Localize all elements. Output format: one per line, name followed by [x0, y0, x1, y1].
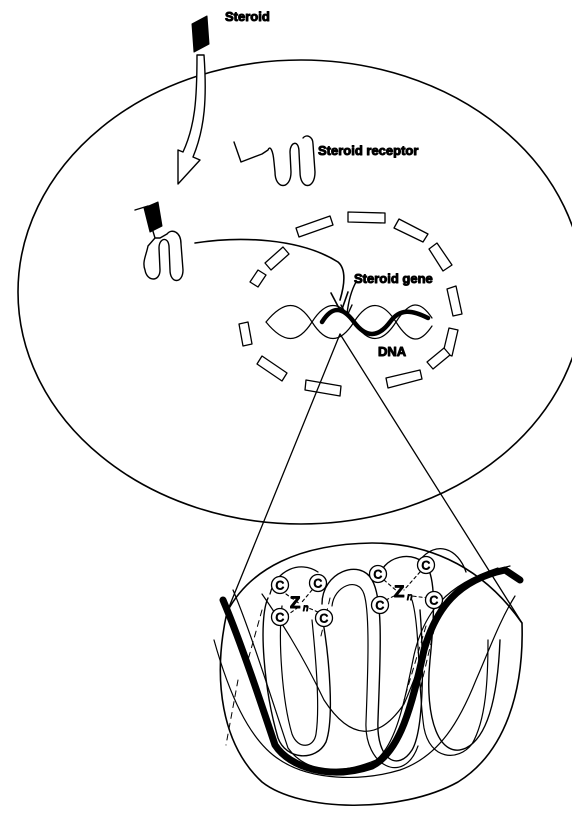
cell-membrane — [18, 60, 572, 524]
cysteine-left-2-label: C — [314, 577, 323, 591]
gene-label-pointer — [347, 282, 356, 314]
receptor-to-gene-arrow — [195, 239, 344, 300]
cysteine-right-4-label: C — [430, 594, 439, 608]
zinc-left-label: Z — [290, 593, 300, 612]
steroid-gene-segment — [322, 310, 428, 334]
free-steroid-receptor — [234, 136, 315, 186]
nuclear-envelope — [239, 212, 462, 396]
steroid-gene-label: Steroid gene — [354, 271, 433, 286]
zinc-site-right: C C C C Z n — [370, 557, 443, 614]
dna-backbone-thin-inner — [262, 566, 510, 731]
steroid-entry-arrow — [178, 55, 205, 184]
cysteine-left-1-label: C — [276, 579, 285, 593]
zinc-left-suffix: n — [303, 603, 309, 614]
cysteine-right-3-label: C — [376, 599, 385, 613]
cysteine-right-1-label: C — [374, 568, 383, 582]
dna-label: DNA — [378, 344, 407, 359]
zinc-right-label: Z — [394, 582, 404, 601]
steroid-label: Steroid — [225, 9, 270, 24]
cysteine-right-2-label: C — [422, 559, 431, 573]
bound-steroid — [144, 202, 162, 232]
zinc-bond-left-3 — [302, 590, 312, 602]
zinc-right-suffix: n — [407, 592, 413, 603]
steroid-receptor-label: Steroid receptor — [318, 143, 418, 158]
zinc-site-left: C C C C Z n — [272, 575, 333, 627]
dna-backbone-thin-lower — [214, 596, 515, 777]
zinc-finger-magnified-view: C C C C Z n C C C C Z n — [214, 543, 522, 805]
cysteine-left-4-label: C — [320, 612, 329, 626]
zinc-bond-right-3 — [404, 572, 420, 590]
base-pair-dashes — [226, 596, 442, 745]
steroid-molecule — [192, 16, 209, 52]
cysteine-left-3-label: C — [276, 611, 285, 625]
